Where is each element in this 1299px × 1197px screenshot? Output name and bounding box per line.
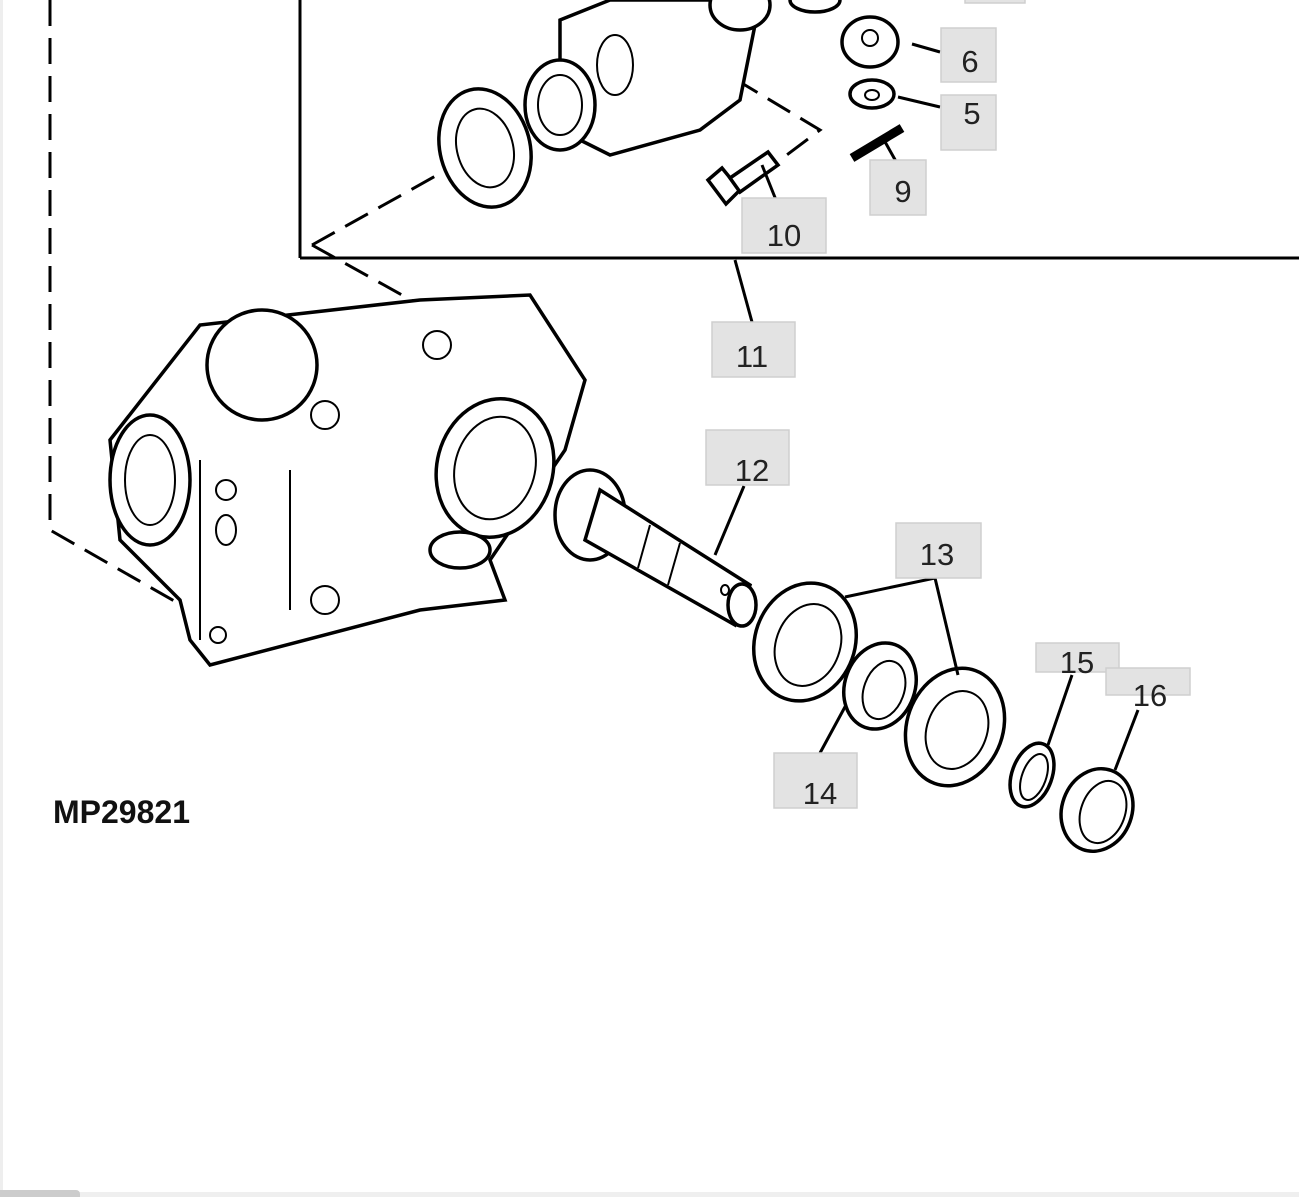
svg-text:15: 15 xyxy=(1060,645,1094,680)
svg-text:13: 13 xyxy=(920,537,954,572)
svg-text:10: 10 xyxy=(767,218,801,253)
figure-id: MP29821 xyxy=(53,794,190,830)
bearing-13a xyxy=(751,581,859,703)
bearing-cone xyxy=(437,87,533,209)
snap-ring-15 xyxy=(1008,741,1056,809)
svg-text:14: 14 xyxy=(803,776,837,811)
bearing-13b xyxy=(903,666,1007,788)
callout-9: 9 xyxy=(869,159,927,216)
cap-screw xyxy=(705,149,781,207)
pin xyxy=(849,124,905,162)
callout-11: 11 xyxy=(711,321,796,378)
thrust-washer xyxy=(848,78,896,110)
callout-13: 13 xyxy=(895,522,982,579)
callout-12: 12 xyxy=(705,429,790,488)
svg-text:16: 16 xyxy=(1133,678,1167,713)
transaxle-housing xyxy=(108,293,587,667)
differential-case xyxy=(523,0,842,157)
callout-10: 10 xyxy=(741,197,827,254)
inset-frame xyxy=(298,0,1299,260)
callout-15: 15 xyxy=(1035,642,1120,680)
callout-16: 16 xyxy=(1105,667,1191,713)
svg-text:9: 9 xyxy=(894,174,911,209)
bottom-scroll-track xyxy=(0,1192,1299,1197)
callout-5: 5 xyxy=(940,94,997,151)
svg-text:5: 5 xyxy=(963,96,980,131)
bottom-scroll-handle[interactable] xyxy=(0,1190,80,1197)
input-shaft xyxy=(553,468,758,628)
svg-text:6: 6 xyxy=(961,44,978,79)
callout-14: 14 xyxy=(773,752,858,811)
spacer-14 xyxy=(842,641,918,731)
svg-text:11: 11 xyxy=(736,339,768,374)
bevel-gear xyxy=(840,15,900,69)
callout-6: 6 xyxy=(940,27,997,83)
bushing-16 xyxy=(1059,767,1135,853)
window-left-edge xyxy=(0,0,3,1197)
svg-text:12: 12 xyxy=(735,453,769,488)
